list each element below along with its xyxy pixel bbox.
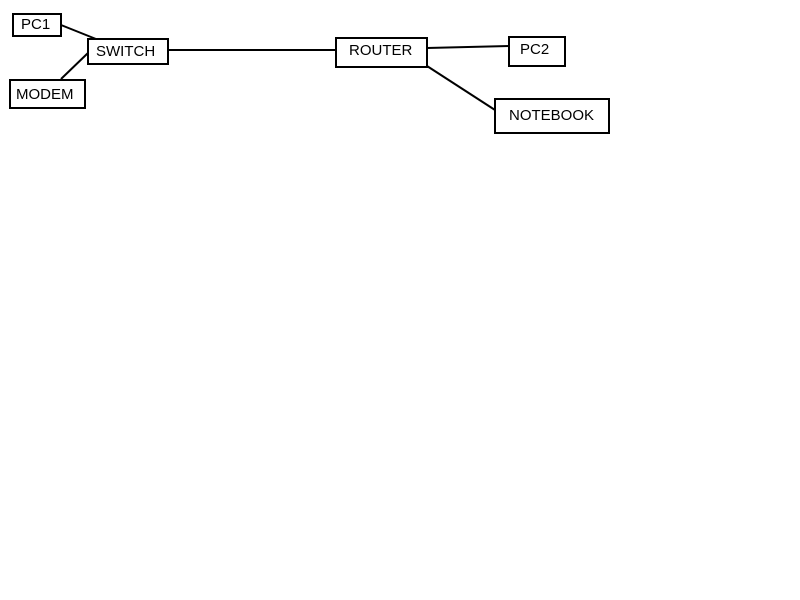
node-notebook-label: NOTEBOOK xyxy=(509,107,594,124)
node-switch-box xyxy=(87,38,169,65)
node-modem-box xyxy=(9,79,86,109)
node-modem[interactable]: MODEM xyxy=(9,79,86,109)
node-pc1-box xyxy=(12,13,62,37)
node-pc1-label: PC1 xyxy=(21,16,50,33)
node-switch[interactable]: SWITCH xyxy=(87,38,169,65)
node-notebook-box xyxy=(494,98,610,134)
node-router[interactable]: ROUTER xyxy=(335,37,428,68)
link-pc1-switch xyxy=(60,24,97,40)
node-pc2-label: PC2 xyxy=(520,41,549,58)
node-switch-label: SWITCH xyxy=(96,43,155,60)
node-router-box xyxy=(335,37,428,68)
link-router-pc2 xyxy=(426,45,510,49)
link-router-notebook xyxy=(426,65,496,111)
node-pc2[interactable]: PC2 xyxy=(508,36,566,67)
node-notebook[interactable]: NOTEBOOK xyxy=(494,98,610,134)
link-modem-switch xyxy=(60,51,90,80)
node-modem-label: MODEM xyxy=(16,86,74,103)
node-pc1[interactable]: PC1 xyxy=(12,13,62,37)
node-pc2-box xyxy=(508,36,566,67)
node-router-label: ROUTER xyxy=(349,42,413,59)
